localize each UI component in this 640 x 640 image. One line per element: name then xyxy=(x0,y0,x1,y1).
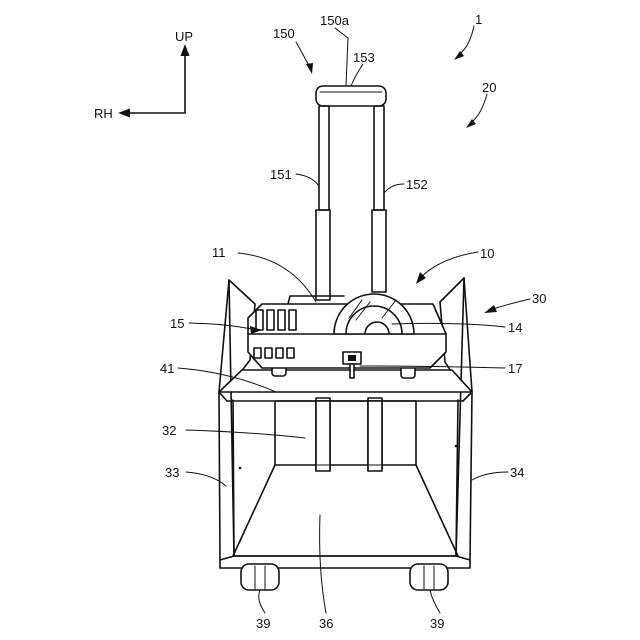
ref-33: 33 xyxy=(165,465,179,480)
projector xyxy=(248,294,446,378)
ref-17: 17 xyxy=(508,361,522,376)
ref-36: 36 xyxy=(319,616,333,631)
ref-152: 152 xyxy=(406,177,428,192)
direction-indicator: UP RH xyxy=(94,29,193,121)
ref-15: 15 xyxy=(170,316,184,331)
ref-10: 10 xyxy=(480,246,494,261)
ref-41: 41 xyxy=(160,361,174,376)
wheel-right xyxy=(410,564,448,590)
top-shelf xyxy=(219,370,472,392)
ref-153: 153 xyxy=(353,50,375,65)
ref-30: 30 xyxy=(532,291,546,306)
ref-150: 150 xyxy=(273,26,295,41)
ref-34: 34 xyxy=(510,465,524,480)
ref-39-left: 39 xyxy=(256,616,270,631)
ref-20: 20 xyxy=(482,80,496,95)
ref-11: 11 xyxy=(212,245,226,260)
ref-150a: 150a xyxy=(320,13,350,28)
ref-39-right: 39 xyxy=(430,616,444,631)
ref-151: 151 xyxy=(270,167,292,182)
ref-14: 14 xyxy=(508,320,522,335)
ref-32: 32 xyxy=(162,423,176,438)
wheel-left xyxy=(241,564,279,590)
bottom-floor xyxy=(233,465,458,556)
rh-label: RH xyxy=(94,106,113,121)
handle-grip xyxy=(316,86,386,106)
handle-rod-right xyxy=(374,106,384,210)
ref-1: 1 xyxy=(475,12,482,27)
up-label: UP xyxy=(175,29,193,44)
handle-rod-left xyxy=(319,106,329,210)
back-wall xyxy=(275,401,416,465)
